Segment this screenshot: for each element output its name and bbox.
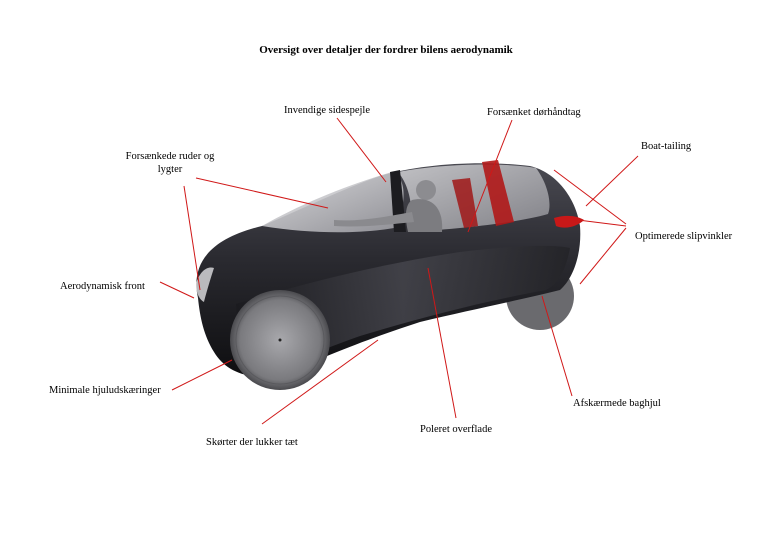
label-minimale-hjuludskaeringer: Minimale hjuludskæringer [49, 385, 161, 396]
label-aerodynamisk-front: Aerodynamisk front [60, 281, 145, 292]
label-skoerter: Skørter der lukker tæt [206, 437, 298, 448]
driver-head [416, 180, 436, 200]
label-forsaenkede-ruder-line2: lygter [157, 164, 183, 175]
front-light [196, 267, 214, 302]
label-invendige-sidespejle: Invendige sidespejle [284, 105, 371, 116]
label-boat-tailing: Boat-tailing [641, 141, 692, 152]
label-optimerede-slipvinkler: Optimerede slipvinkler [635, 231, 733, 242]
driver-body [405, 199, 443, 232]
label-poleret-overflade: Poleret overflade [420, 424, 493, 435]
seatbelt-red [452, 178, 478, 228]
label-forsaenkede-ruder-line1: Forsænkede ruder og [125, 151, 215, 162]
label-afskaermede-baghjul: Afskærmede baghjul [573, 398, 661, 409]
diagram-title: Oversigt over detaljer der fordrer bilen… [259, 44, 513, 56]
windshield [262, 172, 404, 233]
label-forsaenket-doerhaandtag: Forsænket dørhåndtag [487, 107, 581, 118]
label-forsaenkede-ruder: Forsænkede ruder og lygter [110, 150, 230, 176]
driver-arm [334, 212, 414, 227]
leader-lines [159, 117, 639, 425]
rear-light [554, 215, 584, 228]
